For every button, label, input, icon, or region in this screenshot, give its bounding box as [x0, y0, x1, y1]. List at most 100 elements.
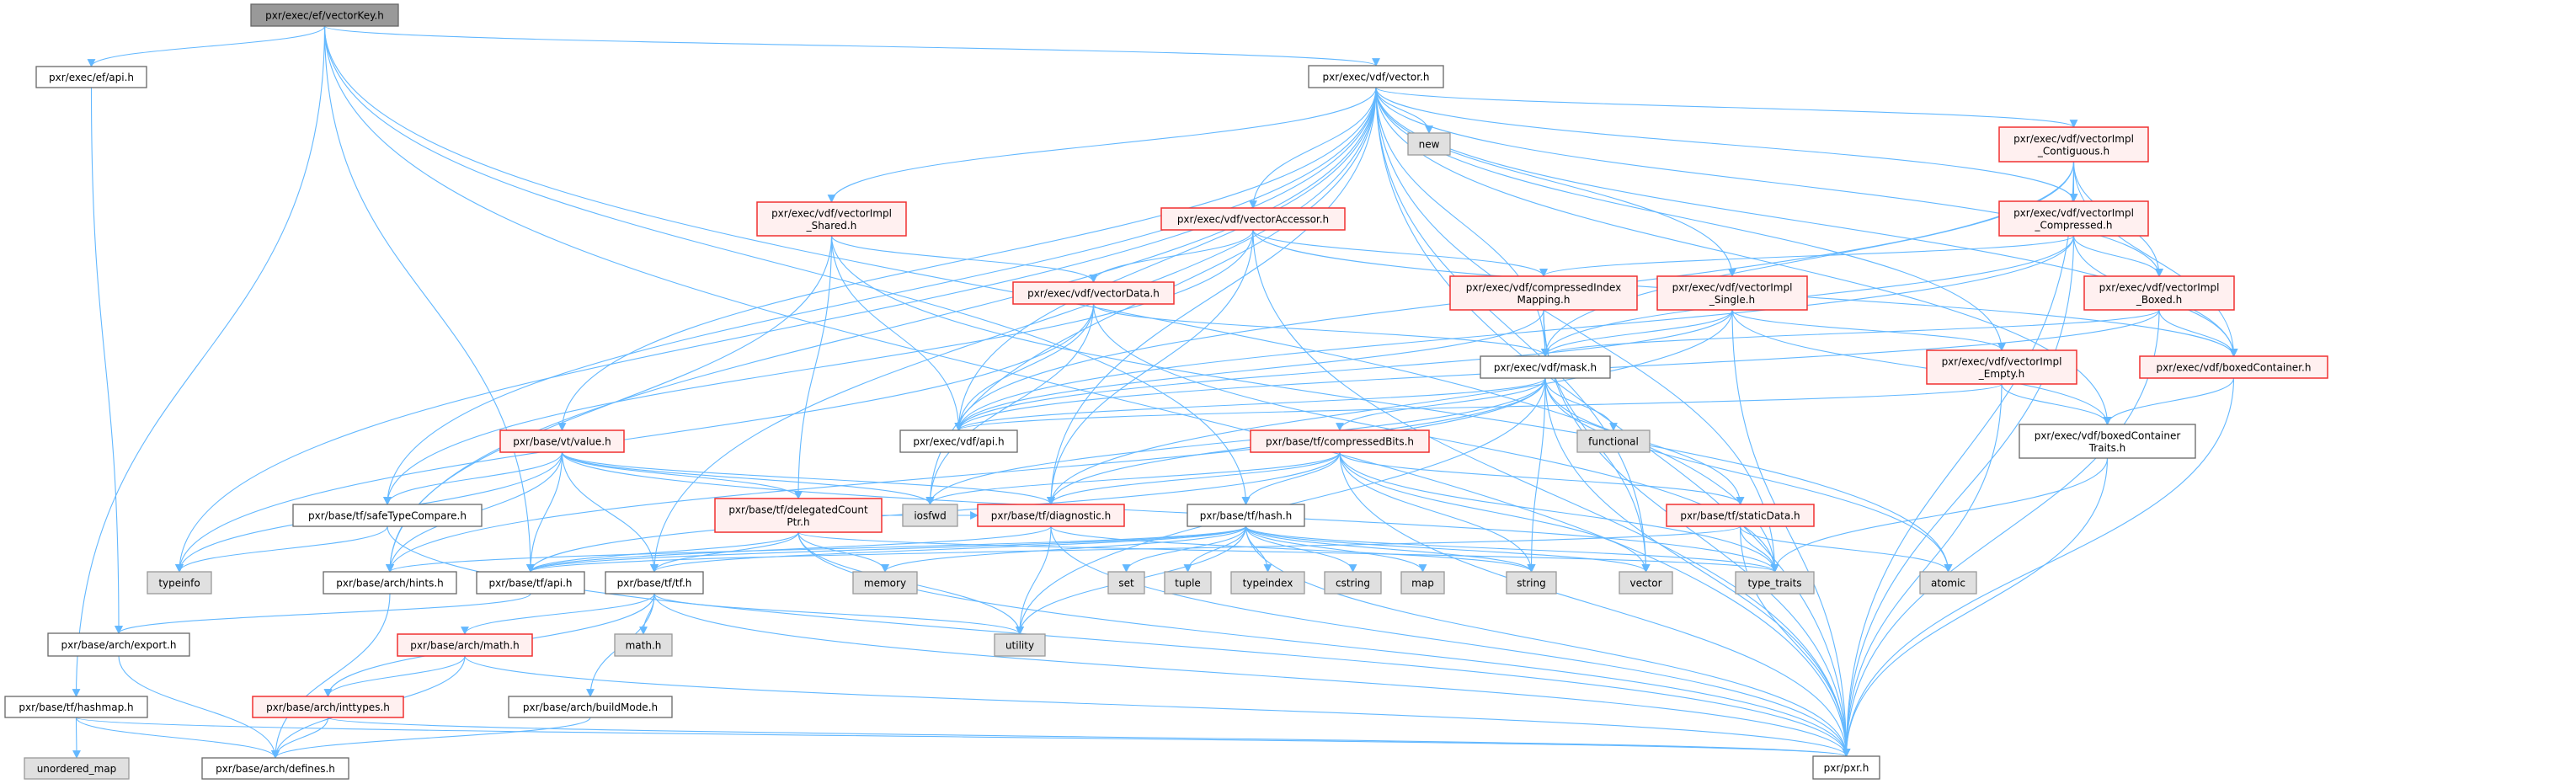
node-tuple[interactable]: tuple	[1164, 571, 1212, 595]
node-pxr-base-arch-export-h[interactable]: pxr/base/arch/export.h	[47, 632, 190, 657]
edge-shared-to-atomic	[830, 235, 1953, 573]
edge-hashmap-to-pxr	[75, 717, 1850, 757]
node-label: pxr/base/tf/hashmap.h	[19, 701, 133, 713]
edge-contiguous-to-boxedcontainer	[2072, 161, 2238, 357]
node-typeinfo[interactable]: typeinfo	[147, 571, 212, 595]
edge-hash-to-tf	[650, 525, 1247, 573]
node-pxr-exec-vdf-vectorimpl-single-h[interactable]: pxr/exec/vdf/vectorImpl_Single.h	[1656, 275, 1808, 311]
node-pxr-base-arch-defines-h[interactable]: pxr/base/arch/defines.h	[201, 757, 349, 780]
node-pxr-exec-ef-api-h[interactable]: pxr/exec/ef/api.h	[35, 66, 147, 88]
node-label: pxr/base/tf/staticData.h	[1680, 510, 1800, 522]
node-pxr-base-tf-hashmap-h[interactable]: pxr/base/tf/hashmap.h	[4, 696, 148, 718]
node-label: pxr/base/tf/delegatedCount	[728, 504, 868, 515]
node-pxr-base-tf-hash-h[interactable]: pxr/base/tf/hash.h	[1187, 504, 1305, 527]
node-pxr-base-tf-safetypecompare-h[interactable]: pxr/base/tf/safeTypeCompare.h	[292, 504, 483, 527]
node-box	[1666, 504, 1815, 527]
edge-compressed-to-cim	[1539, 235, 2075, 277]
edge-dcp-to-tfapi	[526, 531, 799, 573]
edge-accessor-to-vectordata	[1089, 229, 1254, 283]
edge-mask-to-functional	[1544, 377, 1618, 431]
node-typeindex[interactable]: typeindex	[1230, 571, 1305, 595]
edge-hash-to-typetraits	[1245, 525, 1779, 573]
edge-mask-to-string	[1527, 377, 1546, 573]
node-vector[interactable]: vector	[1619, 571, 1673, 595]
edge-dcp-to-memory	[797, 531, 889, 573]
node-pxr-exec-vdf-vectorimpl-empty-h[interactable]: pxr/exec/vdf/vectorImpl_Empty.h	[1926, 349, 2077, 385]
node-label: cstring	[1336, 578, 1370, 589]
edge-contiguous-to-mask	[1541, 161, 2075, 357]
node-atomic[interactable]: atomic	[1919, 571, 1977, 595]
edge-compressed-to-pxr	[1842, 235, 2075, 757]
node-pxr-base-arch-buildmode-h[interactable]: pxr/base/arch/buildMode.h	[508, 696, 673, 718]
edge-boxed-to-pxr	[1842, 309, 2160, 757]
node-pxr-base-arch-inttypes-h[interactable]: pxr/base/arch/inttypes.h	[252, 696, 404, 718]
node-pxr-exec-vdf-vector-h[interactable]: pxr/exec/vdf/vector.h	[1308, 65, 1444, 88]
node-pxr-base-vt-value-h[interactable]: pxr/base/vt/value.h	[499, 429, 625, 453]
node-pxr-exec-vdf-vectorimpl-boxed-h[interactable]: pxr/exec/vdf/vectorImpl_Boxed.h	[2083, 275, 2235, 311]
node-set[interactable]: set	[1107, 571, 1145, 595]
edge-staticdata-to-atomic	[1739, 525, 1953, 573]
node-unordered-map[interactable]: unordered_map	[24, 757, 130, 780]
node-label: Traits.h	[2088, 442, 2126, 454]
node-box	[756, 201, 907, 237]
node-box	[1187, 504, 1305, 527]
node-functional[interactable]: functional	[1576, 429, 1651, 453]
node-pxr-base-tf-tf-h[interactable]: pxr/base/tf/tf.h	[605, 571, 704, 595]
node-map[interactable]: map	[1400, 571, 1445, 595]
node-label: pxr/pxr.h	[1824, 762, 1869, 774]
node-label: pxr/base/tf/diagnostic.h	[991, 510, 1112, 522]
edge-cim-to-vdfapi	[954, 309, 1544, 431]
node-pxr-exec-vdf-vectordata-h[interactable]: pxr/exec/vdf/vectorData.h	[1012, 281, 1175, 305]
edge-accessor-to-cim	[1252, 229, 1548, 277]
node-pxr-base-tf-compressedbits-h[interactable]: pxr/base/tf/compressedBits.h	[1250, 429, 1430, 453]
node-type-traits[interactable]: type_traits	[1735, 571, 1815, 595]
node-label: utility	[1005, 640, 1034, 652]
node-box	[1998, 126, 2149, 163]
node-pxr-exec-vdf-mask-h[interactable]: pxr/exec/vdf/mask.h	[1480, 355, 1611, 379]
node-pxr-exec-vdf-vectorimpl-contiguous-h[interactable]: pxr/exec/vdf/vectorImpl_Contiguous.h	[1998, 126, 2149, 163]
edge-hints-to-defines	[271, 593, 391, 759]
node-label: atomic	[1931, 578, 1965, 589]
node-box	[1107, 571, 1145, 595]
node-label: pxr/base/arch/hints.h	[336, 578, 444, 589]
node-label: _Compressed.h	[2034, 219, 2112, 231]
node-pxr-exec-vdf-vectoraccessor-h[interactable]: pxr/exec/vdf/vectorAccessor.h	[1160, 207, 1346, 231]
node-label: Ptr.h	[787, 516, 809, 528]
node-pxr-base-tf-api-h[interactable]: pxr/base/tf/api.h	[476, 571, 585, 595]
node-pxr-base-tf-staticdata-h[interactable]: pxr/base/tf/staticData.h	[1666, 504, 1815, 527]
node-new[interactable]: new	[1407, 132, 1451, 156]
node-pxr-base-arch-hints-h[interactable]: pxr/base/arch/hints.h	[323, 571, 457, 595]
node-pxr-base-tf-diagnostic-h[interactable]: pxr/base/tf/diagnostic.h	[977, 504, 1125, 527]
node-cstring[interactable]: cstring	[1324, 571, 1382, 595]
edge-boxedcontainer-to-bctraits	[2103, 377, 2235, 425]
edge-compressed-to-boxed	[2072, 235, 2163, 277]
node-pxr-exec-ef-vectorkey-h[interactable]: pxr/exec/ef/vectorKey.h	[250, 3, 399, 27]
node-box	[1308, 65, 1444, 88]
node-label: pxr/base/tf/safeTypeCompare.h	[308, 510, 467, 522]
node-iosfwd[interactable]: iosfwd	[902, 504, 958, 527]
node-pxr-pxr-h[interactable]: pxr/pxr.h	[1812, 755, 1880, 780]
node-label: pxr/exec/vdf/vector.h	[1323, 72, 1430, 83]
node-math-h[interactable]: math.h	[614, 633, 673, 657]
node-label: pxr/exec/vdf/vectorImpl	[771, 207, 892, 219]
edge-value-to-typetraits	[561, 451, 1779, 573]
edge-archmath-to-pxr	[464, 655, 1851, 757]
node-label: pxr/base/tf/api.h	[488, 578, 572, 589]
node-pxr-exec-vdf-api-h[interactable]: pxr/exec/vdf/api.h	[899, 429, 1018, 453]
node-box	[4, 696, 148, 718]
edge-compressedbits-to-hash	[1241, 451, 1341, 505]
edge-single-to-bctraits	[1731, 309, 2112, 425]
node-label: memory	[864, 578, 906, 589]
node-memory[interactable]: memory	[852, 571, 918, 595]
node-pxr-exec-vdf-vectorimpl-shared-h[interactable]: pxr/exec/vdf/vectorImpl_Shared.h	[756, 201, 907, 237]
node-label: math.h	[626, 640, 662, 652]
node-string[interactable]: string	[1506, 571, 1557, 595]
node-utility[interactable]: utility	[994, 633, 1046, 657]
node-pxr-exec-vdf-boxedcontainer-h[interactable]: pxr/exec/vdf/boxedContainer.h	[2139, 355, 2328, 379]
node-pxr-exec-vdf-vectorimpl-compressed-h[interactable]: pxr/exec/vdf/vectorImpl_Compressed.h	[1998, 200, 2149, 237]
edge-value-to-tfapi	[526, 451, 563, 573]
node-pxr-base-arch-math-h[interactable]: pxr/base/arch/math.h	[397, 633, 533, 657]
